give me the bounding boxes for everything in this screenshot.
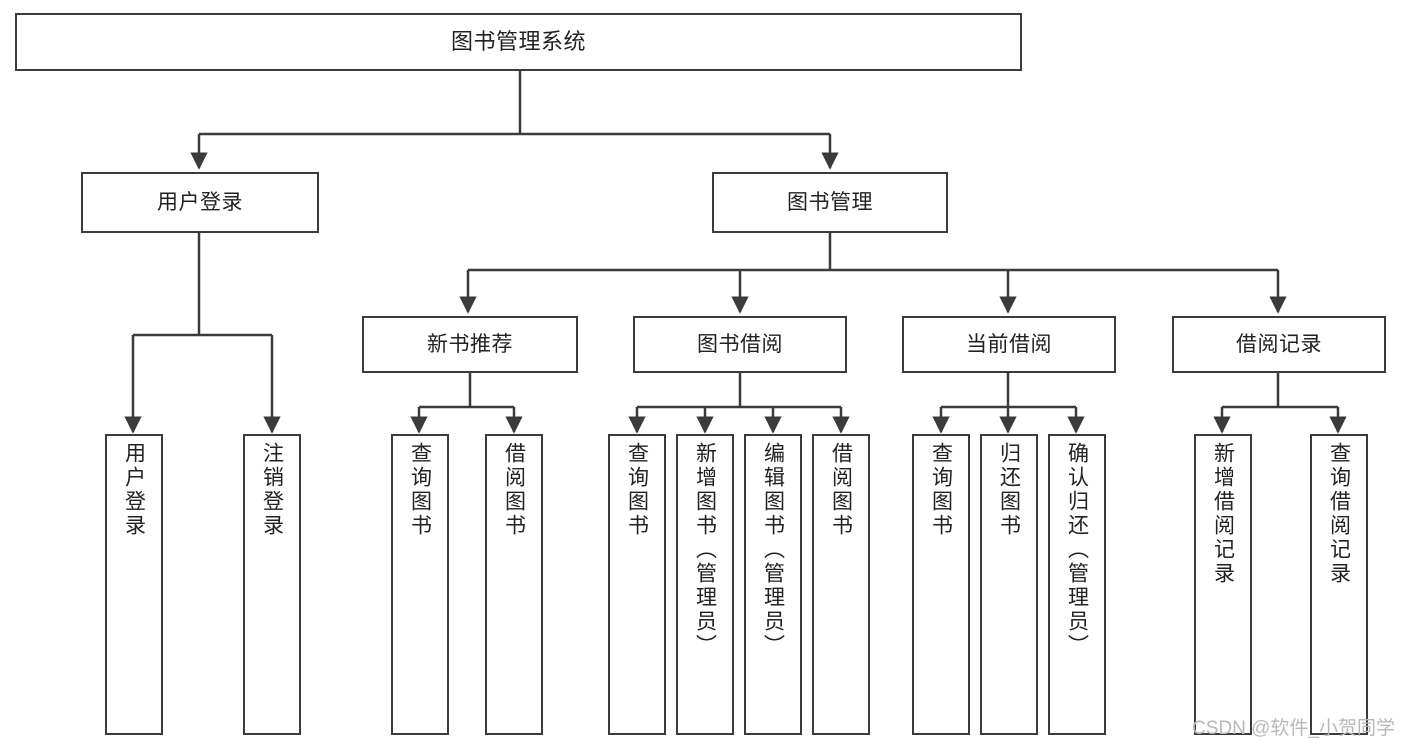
leaf-return-book[interactable]: 归还图书 [980,434,1038,735]
node-borrow-record[interactable]: 借阅记录 [1172,316,1386,373]
leaf-query-book-3-label: 查询图书 [929,442,953,538]
node-root[interactable]: 图书管理系统 [15,13,1022,71]
leaf-query-record-label: 查询借阅记录 [1327,442,1351,586]
leaf-edit-book[interactable]: 编辑图书（管理员） [744,434,802,735]
node-borrow-record-label: 借阅记录 [1236,332,1322,356]
leaf-add-book[interactable]: 新增图书（管理员） [676,434,734,735]
leaf-borrow-book-1-label: 借阅图书 [502,442,526,538]
leaf-user-login[interactable]: 用户登录 [105,434,163,735]
leaf-borrow-book-2[interactable]: 借阅图书 [812,434,870,735]
node-book-manage[interactable]: 图书管理 [712,172,948,233]
leaf-borrow-book-1[interactable]: 借阅图书 [485,434,543,735]
leaf-query-book-2[interactable]: 查询图书 [608,434,666,735]
node-current-borrow-label: 当前借阅 [966,332,1052,356]
leaf-add-book-label: 新增图书（管理员） [693,442,717,658]
watermark: CSDN @软件_小贺同学 [1192,718,1395,739]
node-book-borrow[interactable]: 图书借阅 [633,316,847,373]
leaf-return-book-label: 归还图书 [997,442,1021,538]
leaf-add-record-label: 新增借阅记录 [1211,442,1235,586]
leaf-query-book-1[interactable]: 查询图书 [391,434,449,735]
node-book-borrow-label: 图书借阅 [697,332,783,356]
node-new-book-recommend[interactable]: 新书推荐 [362,316,578,373]
node-user-login-label: 用户登录 [157,190,243,214]
leaf-query-record[interactable]: 查询借阅记录 [1310,434,1368,735]
node-current-borrow[interactable]: 当前借阅 [902,316,1116,373]
leaf-edit-book-label: 编辑图书（管理员） [761,442,785,658]
leaf-query-book-1-label: 查询图书 [408,442,432,538]
node-book-manage-label: 图书管理 [787,190,873,214]
leaf-query-book-3[interactable]: 查询图书 [912,434,970,735]
leaf-user-login-label: 用户登录 [122,442,146,538]
leaf-borrow-book-2-label: 借阅图书 [829,442,853,538]
node-root-label: 图书管理系统 [450,28,586,54]
leaf-add-record[interactable]: 新增借阅记录 [1194,434,1252,735]
leaf-query-book-2-label: 查询图书 [625,442,649,538]
leaf-logout-login-label: 注销登录 [260,442,284,538]
node-user-login[interactable]: 用户登录 [81,172,319,233]
leaf-confirm-return-label: 确认归还（管理员） [1065,442,1089,658]
leaf-confirm-return[interactable]: 确认归还（管理员） [1048,434,1106,735]
node-new-book-recommend-label: 新书推荐 [427,332,513,356]
leaf-logout-login[interactable]: 注销登录 [243,434,301,735]
